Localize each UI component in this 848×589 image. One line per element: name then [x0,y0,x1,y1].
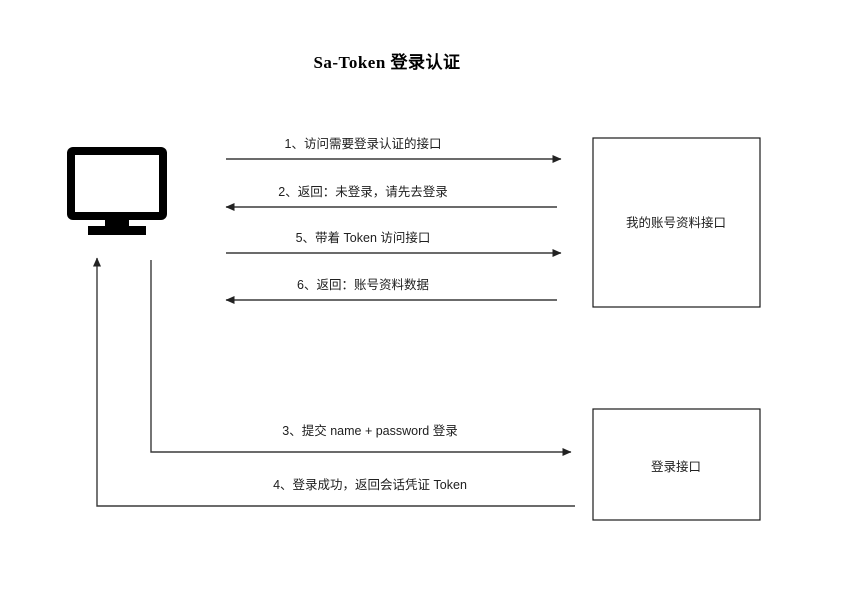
flow-label-4: 4、登录成功，返回会话凭证 Token [273,477,467,492]
flow-label-6: 6、返回：账号资料数据 [297,277,429,292]
flow-line-4 [93,257,575,507]
desktop-monitor-icon [67,147,167,235]
page-title: Sa-Token 登录认证 [313,52,460,72]
node-profile-api-box [592,137,761,308]
flow-arrow-6: 6、返回：账号资料数据 [225,277,557,304]
flow-arrow-2: 2、返回：未登录，请先去登录 [225,184,557,211]
flow-arrow-4: 4、登录成功，返回会话凭证 Token [93,257,575,507]
flow-arrow-3: 3、提交 name + password 登录 [150,260,572,456]
flow-label-3: 3、提交 name + password 登录 [282,423,457,438]
flow-label-1: 1、访问需要登录认证的接口 [285,136,442,151]
flow-label-2: 2、返回：未登录，请先去登录 [278,184,447,199]
node-login-api-label: 登录接口 [651,459,701,474]
flow-arrow-5: 5、带着 Token 访问接口 [226,230,562,257]
flow-arrow-1: 1、访问需要登录认证的接口 [226,136,562,163]
flow-line-3 [150,260,572,456]
node-login-api-box [592,408,761,521]
node-profile-api-label: 我的账号资料接口 [626,215,726,230]
flow-label-5: 5、带着 Token 访问接口 [296,230,431,245]
